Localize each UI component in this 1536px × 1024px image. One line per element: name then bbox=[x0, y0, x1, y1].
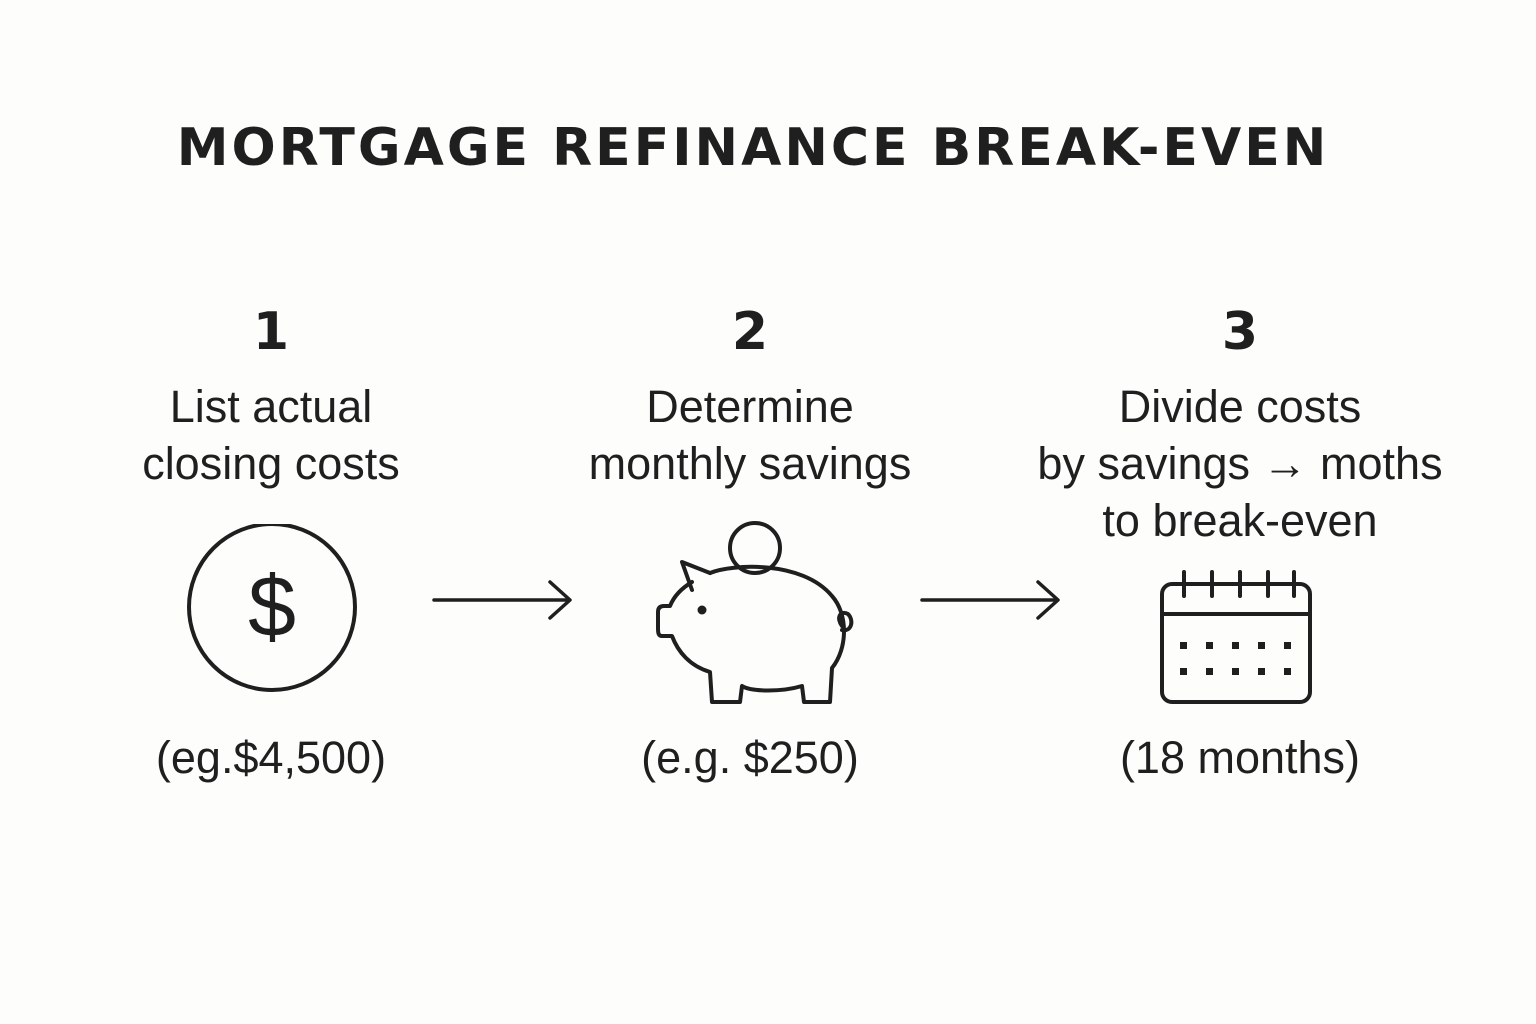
step-number: 2 bbox=[731, 302, 769, 362]
step-description-line: Determine bbox=[646, 381, 854, 432]
svg-text:$: $ bbox=[248, 559, 296, 655]
step-3: 3 Divide costs by savings → moths to bre… bbox=[1010, 0, 1470, 1024]
step-description: Determine monthly savings bbox=[520, 378, 980, 492]
calendar-icon bbox=[1160, 570, 1312, 704]
page-title: MORTGAGE REFINANCE BREAK-EVEN bbox=[176, 118, 1330, 178]
arrow-right-icon bbox=[920, 580, 1060, 620]
step-1: 1 List actual closing costs (eg.$4,500) bbox=[41, 0, 501, 1024]
dollar-coin-icon: $ bbox=[187, 524, 357, 692]
step-description-line: closing costs bbox=[142, 438, 400, 489]
step-number: 1 bbox=[252, 302, 290, 362]
arrow-right-icon bbox=[432, 580, 572, 620]
step-description-line: monthly savings bbox=[588, 438, 912, 489]
step-2: 2 Determine monthly savings (e.g. $250) bbox=[520, 0, 980, 1024]
step-example: (eg.$4,500) bbox=[155, 732, 387, 783]
step-description: List actual closing costs bbox=[41, 378, 501, 492]
step-description-line: List actual bbox=[169, 381, 373, 432]
piggy-bank-icon bbox=[656, 521, 854, 704]
step-number: 3 bbox=[1221, 302, 1259, 362]
step-description-line: by savings → moths bbox=[1037, 438, 1443, 489]
step-example: (18 months) bbox=[1119, 732, 1361, 783]
step-example: (e.g. $250) bbox=[641, 732, 859, 783]
step-description-line: Divide costs bbox=[1118, 381, 1362, 432]
step-description-line: to break-even bbox=[1102, 495, 1378, 546]
step-description: Divide costs by savings → moths to break… bbox=[1010, 378, 1470, 549]
